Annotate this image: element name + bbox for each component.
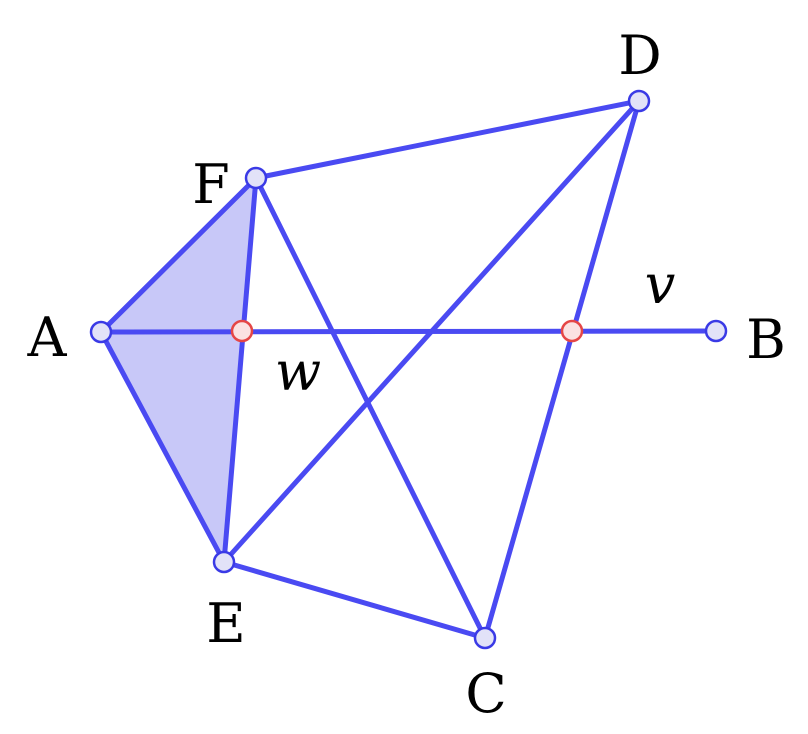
- intersection-point-w[interactable]: [230, 319, 254, 343]
- intersection-point-v[interactable]: [560, 319, 584, 343]
- label-F: F: [192, 153, 229, 216]
- label-D: D: [618, 24, 661, 87]
- segment-ED: [221, 98, 642, 565]
- segment-AE: [98, 329, 227, 565]
- segment-CD: [482, 98, 642, 641]
- segment-FE: [221, 175, 259, 565]
- label-C: C: [465, 662, 506, 725]
- point-B[interactable]: [704, 319, 728, 343]
- label-v: v: [645, 253, 676, 316]
- label-E: E: [206, 592, 245, 655]
- point-E[interactable]: [212, 550, 236, 574]
- point-A[interactable]: [89, 320, 113, 344]
- segment-AB: [98, 328, 719, 335]
- point-F[interactable]: [244, 166, 268, 190]
- segment-FC: [253, 175, 488, 641]
- label-w: w: [275, 340, 321, 403]
- segment-FA: [98, 175, 259, 335]
- label-B: B: [746, 308, 786, 371]
- segment-FD: [253, 98, 642, 181]
- label-A: A: [27, 306, 68, 369]
- segment-EC: [221, 559, 488, 641]
- point-D[interactable]: [627, 89, 651, 113]
- point-C[interactable]: [473, 626, 497, 650]
- triangle-AFE: [101, 178, 256, 562]
